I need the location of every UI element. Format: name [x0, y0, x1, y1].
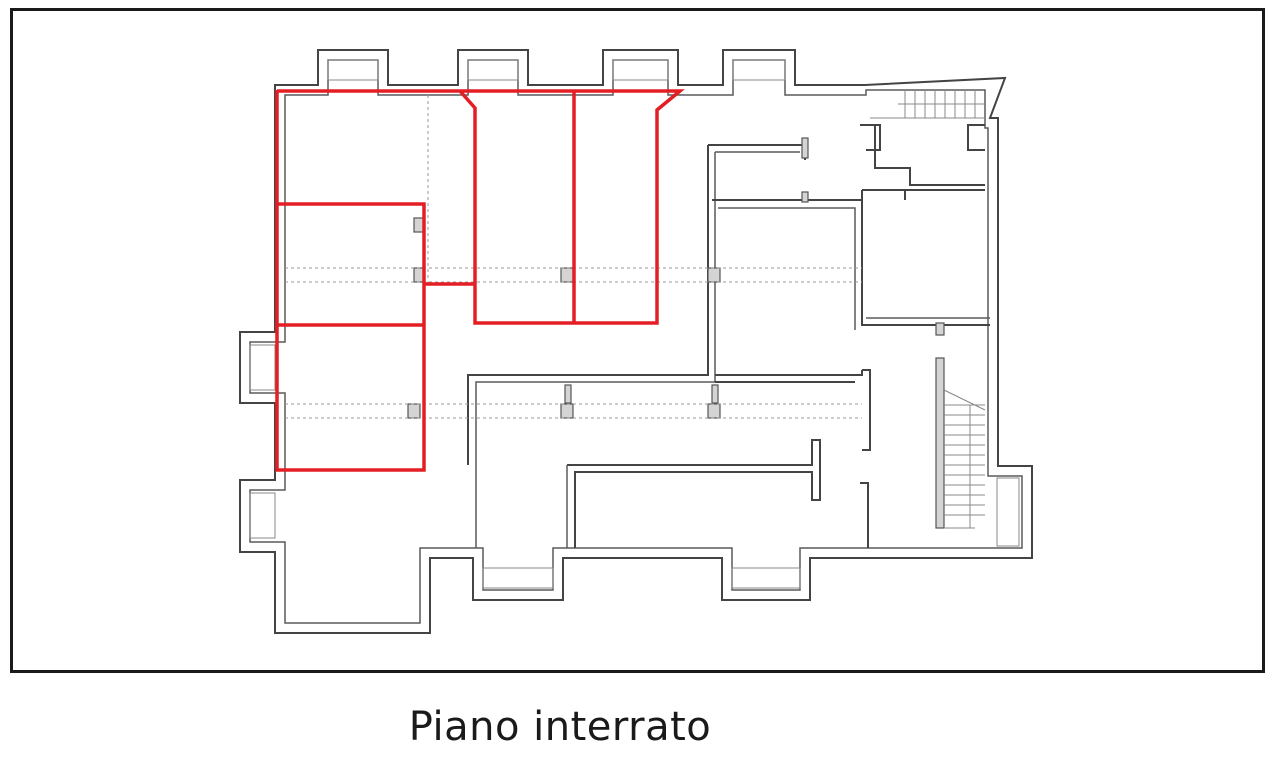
window-bays: [249, 59, 1020, 589]
highlight-left-block: [275, 90, 426, 472]
inner-walls: [467, 124, 990, 548]
floor-plan-frame: [10, 8, 1265, 673]
pillars: [407, 137, 945, 529]
staircase-top-right: [866, 90, 985, 151]
floor-label: Piano interrato: [408, 704, 712, 750]
outer-walls: [239, 49, 1033, 634]
highlighted-units: [275, 89, 685, 472]
highlight-top-right-block: [458, 89, 685, 325]
staircase-right: [943, 389, 986, 529]
